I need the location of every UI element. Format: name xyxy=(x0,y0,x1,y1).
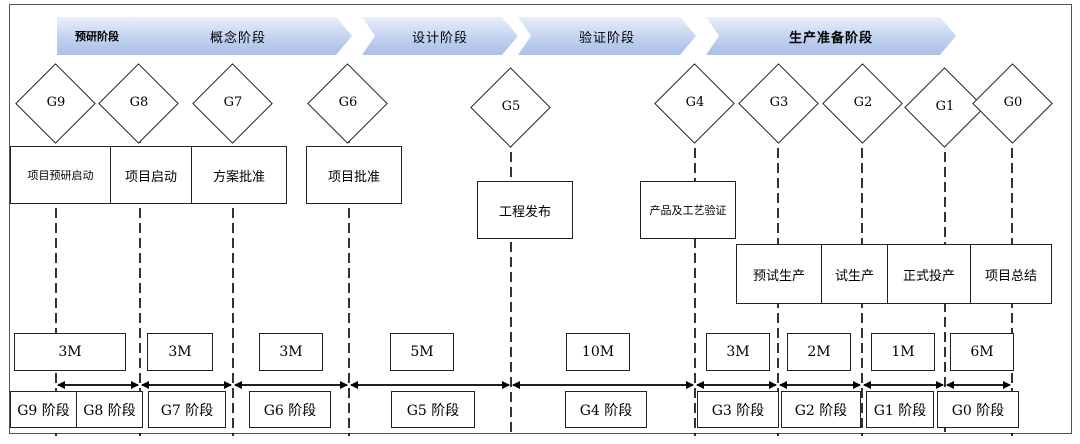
duration-g5: 5M xyxy=(390,333,454,371)
gate-label-g2: G2 xyxy=(853,95,873,110)
stage-g5: G5 阶段 xyxy=(391,391,475,428)
duration-g9-g8: 3M xyxy=(14,333,126,371)
stage-g7: G7 阶段 xyxy=(148,391,226,428)
diagram-frame xyxy=(9,4,1072,434)
milestone-project-preresearch-start: 项目预研启动 xyxy=(10,146,111,204)
gate-label-g7: G7 xyxy=(223,95,243,110)
stage-g4: G4 阶段 xyxy=(565,391,647,428)
duration-g0: 6M xyxy=(950,333,1014,371)
gate-label-g9: G9 xyxy=(46,95,66,110)
milestone-plan-approval: 方案批准 xyxy=(191,146,287,204)
stage-g2: G2 阶段 xyxy=(781,391,861,428)
phase-label: 生产准备阶段 xyxy=(788,30,873,46)
duration-g2: 2M xyxy=(787,333,851,371)
gate-label-g4: G4 xyxy=(685,95,705,110)
gate-label-g1: G1 xyxy=(935,99,955,114)
duration-g6: 3M xyxy=(259,333,323,371)
duration-g1: 1M xyxy=(871,333,935,371)
milestone-trial-production: 试生产 xyxy=(821,244,888,304)
stage-g3: G3 阶段 xyxy=(697,391,779,428)
duration-g3: 3M xyxy=(706,333,770,371)
stage-g0: G0 阶段 xyxy=(937,391,1019,428)
stage-g6: G6 阶段 xyxy=(249,391,331,428)
phase-chevron-preresearch: 预研阶段 xyxy=(57,17,137,55)
stage-g1: G1 阶段 xyxy=(866,391,934,428)
phase-label: 概念阶段 xyxy=(209,30,266,46)
duration-g4: 10M xyxy=(566,333,630,371)
stage-g8: G8 阶段 xyxy=(76,391,143,428)
milestone-project-approval: 项目批准 xyxy=(306,146,402,204)
phase-label: 预研阶段 xyxy=(75,30,119,43)
gate-label-g6: G6 xyxy=(338,95,358,110)
phase-chevron-concept: 概念阶段 xyxy=(124,17,352,55)
gate-label-g8: G8 xyxy=(129,95,149,110)
milestone-mass-production: 正式投产 xyxy=(887,244,971,304)
gate-label-g3: G3 xyxy=(769,95,789,110)
phase-chevron-production-prep: 生产准备阶段 xyxy=(706,17,956,55)
stage-g9: G9 阶段 xyxy=(10,391,76,428)
milestone-pre-trial-production: 预试生产 xyxy=(736,244,822,304)
phase-chevron-validation: 验证阶段 xyxy=(518,17,696,55)
gate-label-g5: G5 xyxy=(501,99,521,114)
milestone-product-process-validation: 产品及工艺验证 xyxy=(640,181,736,239)
phase-label: 设计阶段 xyxy=(411,30,468,46)
milestone-engineering-release: 工程发布 xyxy=(477,181,573,239)
gate-label-g0: G0 xyxy=(1003,95,1023,110)
milestone-project-summary: 项目总结 xyxy=(970,244,1052,304)
duration-g7: 3M xyxy=(147,333,213,371)
phase-chevron-design: 设计阶段 xyxy=(362,17,518,55)
phase-label: 验证阶段 xyxy=(578,30,635,46)
milestone-project-start: 项目启动 xyxy=(110,146,192,204)
